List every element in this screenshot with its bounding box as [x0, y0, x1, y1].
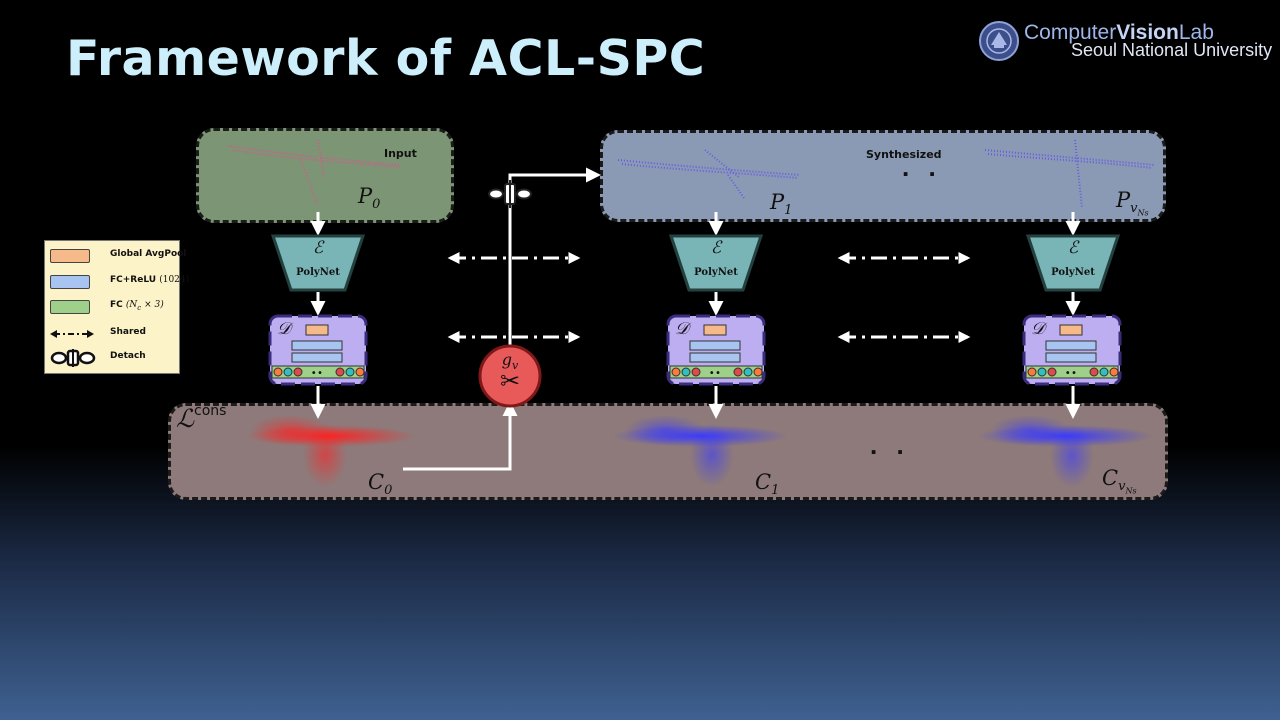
scissors-icon: ✂ — [499, 368, 521, 395]
synthesized-label: Synthesized — [866, 148, 942, 161]
decoder-symbol: 𝒟 — [1031, 319, 1045, 339]
svg-text:• •: • • — [710, 368, 720, 379]
university-emblem-icon — [979, 21, 1019, 61]
synthesized-ellipsis: . . — [902, 152, 942, 182]
legend-label: Shared — [110, 327, 146, 337]
encoder-label: PolyNet — [1051, 267, 1095, 278]
cv-label: CvNs — [1102, 466, 1137, 496]
consistency-ellipsis: . . — [870, 430, 910, 460]
logo-lab-name: ComputerVisionLab — [1024, 21, 1214, 44]
detach-chain-icon — [50, 349, 96, 367]
p0-label: P0 — [358, 184, 381, 213]
augmentation-node: gv ✂ — [478, 347, 542, 403]
scissor-circle — [478, 344, 542, 408]
c1-label: C1 — [755, 470, 780, 499]
legend-swatch — [50, 275, 90, 289]
synthesized-point-cloud-1 — [617, 149, 801, 199]
encoder-0: ℰ PolyNet — [271, 234, 365, 292]
encoder-symbol: ℰ — [1067, 238, 1079, 258]
legend-item-fc: FC (Nc × 3) — [50, 298, 178, 316]
pv-label: PvNs — [1116, 188, 1149, 218]
feedback-path-up — [508, 167, 601, 349]
input-panel — [196, 128, 454, 223]
legend-item-global-avgpool: Global AvgPool — [50, 247, 186, 265]
lab-logo: ComputerVisionLab Seoul National Univers… — [978, 20, 1272, 64]
slide-title: Framework of ACL-SPC — [66, 30, 706, 87]
legend-item-fc-relu: FC+ReLU (1024) — [50, 273, 189, 291]
svg-text:• •: • • — [1066, 368, 1076, 379]
feedback-path — [403, 401, 518, 471]
encoder-label: PolyNet — [296, 267, 340, 278]
encoder-symbol: ℰ — [710, 238, 722, 258]
legend-label: Detach — [110, 351, 146, 361]
legend-item-detach: Detach — [50, 349, 178, 367]
synthesized-point-cloud-n — [984, 139, 1156, 209]
detach-chain-icon — [488, 180, 532, 208]
output-point-cloud-blue-n — [977, 415, 1153, 488]
shared-arrow-icon — [50, 330, 94, 338]
p1-label: P1 — [770, 190, 793, 219]
encoder-1: ℰ PolyNet — [669, 234, 763, 292]
decoder-symbol: 𝒟 — [675, 319, 689, 339]
decoder-1: • • 𝒟 — [666, 314, 766, 386]
augmentation-symbol: gv — [501, 350, 519, 373]
svg-text:• •: • • — [312, 368, 322, 379]
output-point-cloud-red — [245, 415, 415, 487]
synthesized-panel — [600, 130, 1166, 222]
input-label: Input — [384, 147, 417, 160]
legend-item-shared: Shared — [50, 325, 178, 343]
legend-swatch — [50, 300, 90, 314]
encoder-symbol: ℰ — [312, 238, 324, 258]
encoder-n: ℰ PolyNet — [1026, 234, 1120, 292]
legend-label: FC+ReLU (1024) — [110, 275, 190, 285]
output-point-cloud-blue-1 — [612, 415, 788, 487]
consistency-loss-label: ℒcons — [176, 402, 227, 433]
input-point-cloud — [227, 139, 403, 207]
c0-label: C0 — [368, 470, 393, 499]
legend: Global AvgPool FC+ReLU (1024) FC (Nc × 3… — [44, 240, 189, 374]
decoder-0: • • 𝒟 — [268, 314, 368, 386]
legend-label: Global AvgPool — [110, 249, 187, 259]
decoder-symbol: 𝒟 — [277, 319, 291, 339]
decoder-n: • • 𝒟 — [1022, 314, 1122, 386]
legend-label: FC (Nc × 3) — [110, 300, 164, 312]
logo-university-name: Seoul National University — [1071, 40, 1273, 60]
legend-swatch — [50, 249, 90, 263]
encoder-label: PolyNet — [694, 267, 738, 278]
